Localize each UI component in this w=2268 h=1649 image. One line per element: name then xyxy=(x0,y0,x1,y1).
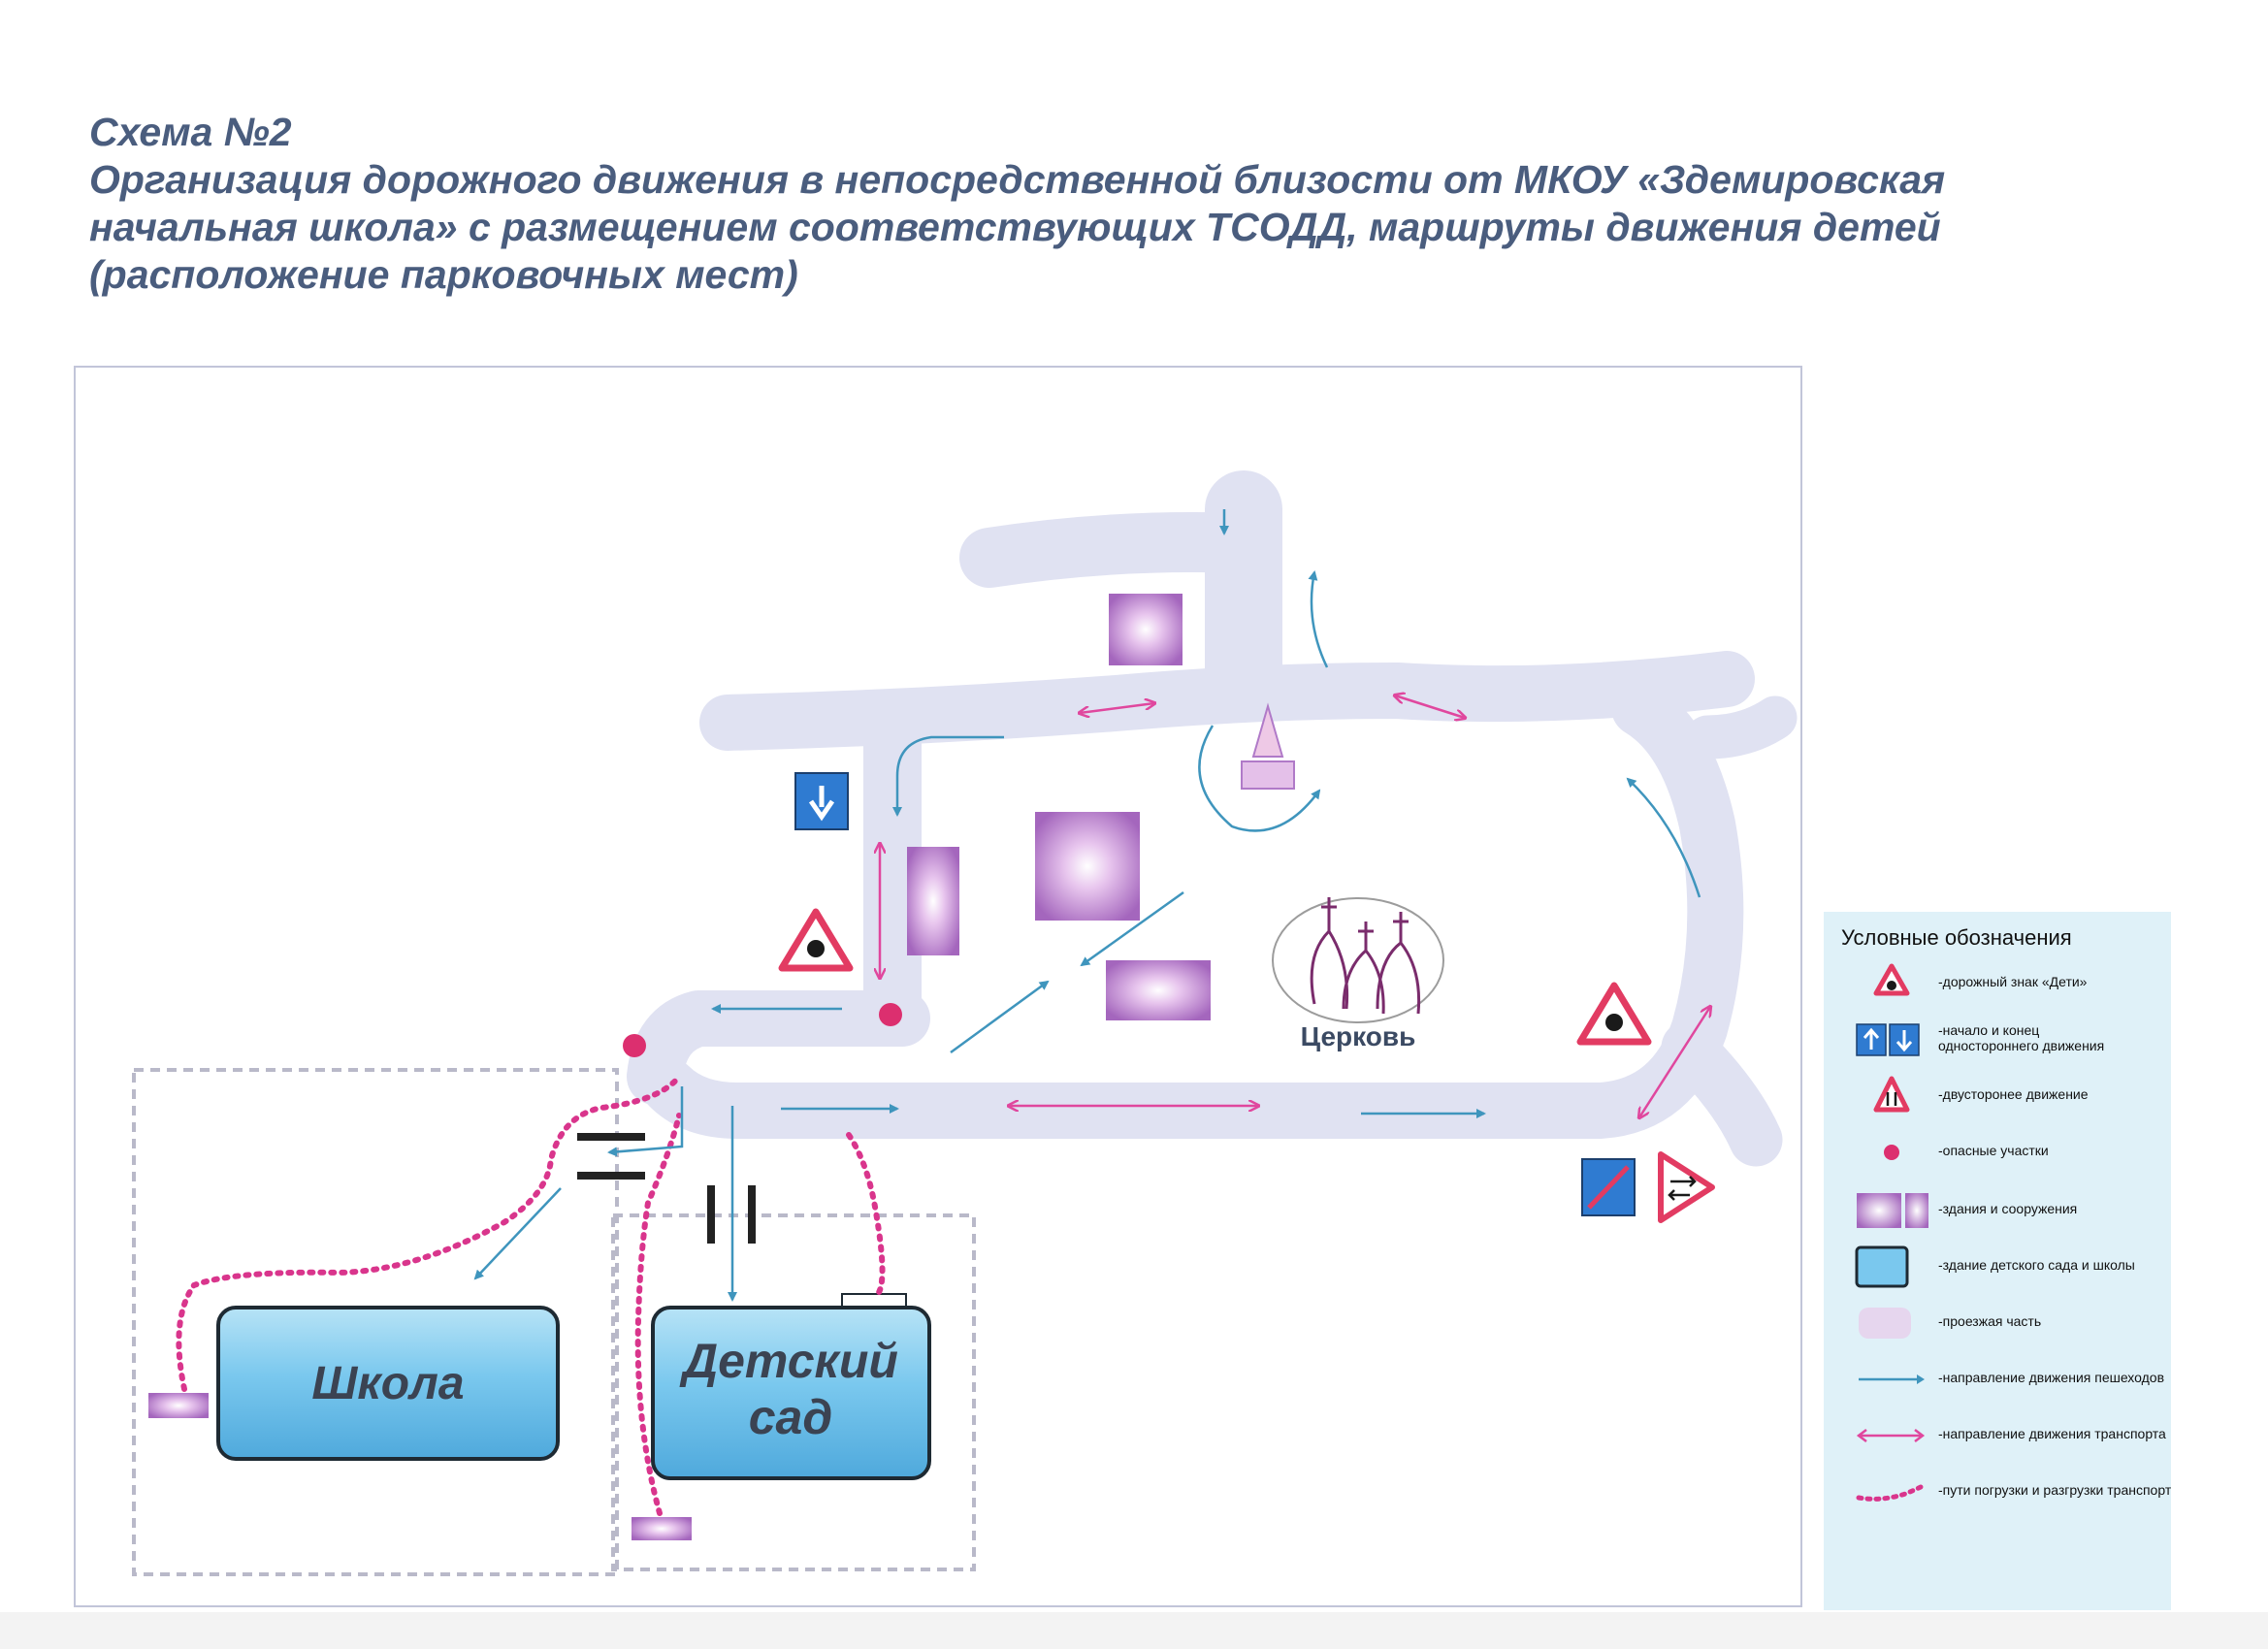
two-way-traffic-sign xyxy=(1658,1151,1715,1223)
legend-label: -направление движения транспорта xyxy=(1938,1426,2166,1441)
legend-label: -двусторонее движение xyxy=(1938,1086,2089,1102)
church: Церковь xyxy=(1272,897,1444,1051)
school-zone xyxy=(132,1068,976,1576)
one-way-start-sign xyxy=(1581,1158,1636,1216)
parking-kindergarten xyxy=(632,1517,692,1540)
pedestrian-arrow-icon xyxy=(1859,1374,1925,1384)
title-line-2: начальная школа» с размещением соответст… xyxy=(89,205,1941,249)
title-block: Схема №2 Организация дорожного движения … xyxy=(89,109,2175,299)
church-label: Церковь xyxy=(1301,1021,1416,1051)
legend-label-line: одностороннего движения xyxy=(1938,1038,2105,1053)
legend-title: Условные обозначения xyxy=(1841,925,2072,950)
legend-label: -здания и сооружения xyxy=(1938,1201,2078,1216)
danger-point-icon xyxy=(1884,1145,1899,1160)
building-tall xyxy=(907,847,959,955)
gates xyxy=(577,1133,756,1244)
legend-label: -здание детского сада и школы xyxy=(1938,1257,2135,1273)
ped-arrow-north-up xyxy=(1308,570,1329,668)
transport-arrow-north-east xyxy=(1395,695,1465,718)
roadway-swatch-icon xyxy=(1859,1308,1911,1339)
transport-arrow-east-diag xyxy=(1639,1007,1710,1117)
legend-item-transport: -направление движения транспорта xyxy=(1824,1412,2171,1459)
school-territory xyxy=(132,1068,619,1576)
legend-item-pedestrian: -направление движения пешеходов xyxy=(1824,1356,2171,1403)
school-building: Школа xyxy=(216,1306,560,1461)
legend-item-roadway: -проезжая часть xyxy=(1824,1300,2171,1346)
ped-arrow-west-turn xyxy=(892,735,1004,817)
ped-arrow-building-ne xyxy=(950,980,1050,1054)
parking-school xyxy=(148,1393,209,1418)
title-line-3: (расположение парковочных мест) xyxy=(89,252,798,297)
ped-arrow-building-sw xyxy=(1080,890,1184,967)
legend-label: -направление движения пешеходов xyxy=(1938,1370,2165,1385)
school-swatch-icon xyxy=(1855,1245,1909,1288)
loading-path-icon xyxy=(1856,1483,1926,1502)
scheme-number: Схема №2 xyxy=(89,110,292,154)
one-way-end-sign xyxy=(794,772,849,830)
page-bottom-edge xyxy=(0,1612,2268,1649)
church-domes-icon xyxy=(1310,897,1421,1015)
children-warning-sign-east xyxy=(1576,982,1652,1046)
legend-item-children-sign: -дорожный знак «Дети» xyxy=(1824,960,2171,1007)
legend-label: -проезжая часть xyxy=(1938,1313,2042,1329)
road-east-far xyxy=(1685,695,1798,760)
legend-label: -начало и конец одностороннего движения xyxy=(1938,1022,2104,1053)
two-way-traffic-sign-icon xyxy=(1658,1151,1715,1223)
legend-label-line: -начало и конец xyxy=(1938,1022,2040,1038)
two-way-traffic-sign-icon xyxy=(1873,1076,1910,1113)
ped-arrow-school-diag xyxy=(473,1187,562,1280)
transport-routes xyxy=(880,695,1710,1117)
ped-arrow-spire-loop xyxy=(1198,725,1321,832)
church-spire-icon xyxy=(1241,702,1295,790)
title-line-1: Организация дорожного движения в непосре… xyxy=(89,157,1946,202)
legend-label: -опасные участки xyxy=(1938,1143,2049,1158)
road-north-west-branch xyxy=(959,512,1274,588)
legend-item-school-building: -здание детского сада и школы xyxy=(1824,1244,2171,1290)
kindergarten-label-line-1: Детский xyxy=(679,1334,898,1388)
loading-path-east xyxy=(846,1132,886,1297)
building-north xyxy=(1109,594,1183,665)
kindergarten-building: Детский сад xyxy=(651,1293,931,1480)
building-large xyxy=(1035,812,1140,921)
building-swatch-icon xyxy=(1857,1193,1928,1228)
danger-point-icon xyxy=(879,1003,902,1026)
building-small xyxy=(1106,960,1211,1020)
legend-item-danger: -опасные участки xyxy=(1824,1129,2171,1176)
ped-arrow-east-up xyxy=(1626,777,1701,898)
transport-arrow-icon xyxy=(1856,1429,1926,1442)
legend-item-one-way: -начало и конец одностороннего движения xyxy=(1824,1017,2171,1063)
pedestrian-routes xyxy=(473,509,1701,1302)
danger-point-icon xyxy=(623,1034,646,1057)
children-warning-sign-icon xyxy=(1873,963,1910,996)
legend-panel: Условные обозначения -дорожный знак «Дет… xyxy=(1824,912,2171,1610)
legend-item-loading: -пути погрузки и разгрузки транспорта xyxy=(1824,1469,2171,1515)
legend-item-two-way: -двусторонее движение xyxy=(1824,1073,2171,1119)
kindergarten-label-line-2: сад xyxy=(749,1390,833,1444)
school-label: Школа xyxy=(311,1358,464,1409)
children-warning-sign-west xyxy=(778,908,854,972)
loading-paths xyxy=(176,1074,886,1516)
loading-path-kindergarten xyxy=(634,1113,682,1516)
loading-path-school xyxy=(176,1074,682,1392)
one-way-start-icon xyxy=(1856,1023,1920,1056)
ped-arrow-gate-school xyxy=(607,1086,684,1157)
kindergarten-territory xyxy=(611,1213,976,1571)
legend-label: -пути погрузки и разгрузки транспорта xyxy=(1938,1482,2171,1498)
legend-label: -дорожный знак «Дети» xyxy=(1938,974,2088,989)
buildings xyxy=(148,594,1211,1540)
legend-item-buildings: -здания и сооружения xyxy=(1824,1187,2171,1234)
transport-arrow-north xyxy=(1080,703,1154,713)
